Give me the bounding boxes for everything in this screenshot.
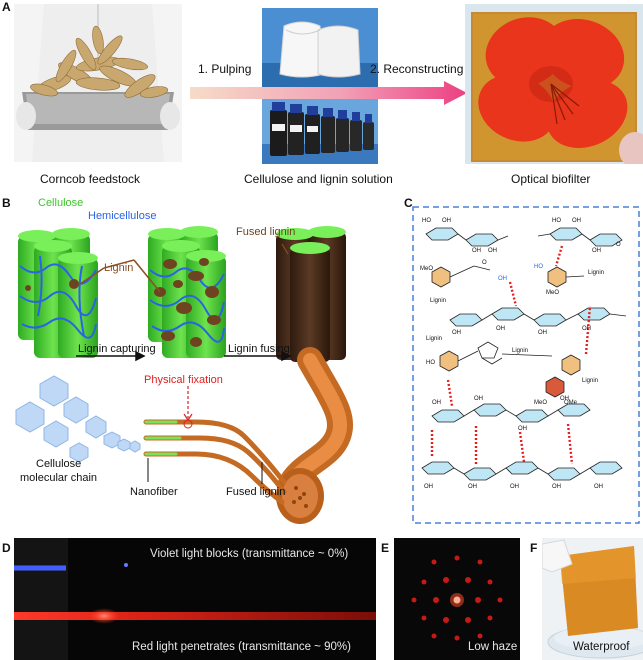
- svg-text:OH: OH: [510, 484, 519, 490]
- filter-caption: Optical biofilter: [511, 172, 591, 186]
- svg-text:OH: OH: [452, 330, 461, 336]
- pulp-bags-photo: [262, 8, 378, 88]
- svg-text:Lignin: Lignin: [588, 270, 604, 276]
- svg-text:OH: OH: [572, 218, 581, 224]
- svg-text:OH: OH: [468, 484, 477, 490]
- lignin-label: Lignin: [104, 262, 134, 274]
- svg-text:Lignin: Lignin: [512, 348, 528, 354]
- violet-light-text: Violet light blocks (transmittance ~ 0%): [150, 548, 349, 560]
- laser-transmission-photo: [14, 538, 376, 660]
- panel-e-label: E: [381, 541, 390, 555]
- svg-text:OH: OH: [474, 396, 483, 402]
- process-arrow: [190, 81, 467, 105]
- svg-text:Lignin: Lignin: [582, 378, 598, 384]
- step-pulping: 1. Pulping: [198, 62, 252, 76]
- red-light-text: Red light penetrates (transmittance ~ 90…: [132, 641, 351, 653]
- svg-text:HO: HO: [552, 218, 561, 224]
- svg-text:OH: OH: [582, 326, 591, 332]
- svg-text:OH: OH: [488, 248, 497, 254]
- diffraction-pattern-photo: [394, 538, 520, 660]
- fiber-bundle: [277, 347, 354, 499]
- lignin-capturing-label: Lignin capturing: [78, 343, 156, 355]
- solution-bottles-photo: [262, 92, 378, 164]
- svg-text:HO: HO: [422, 218, 431, 224]
- optical-biofilter-photo: [465, 4, 643, 164]
- panel-b-diagram: [15, 226, 354, 524]
- step-reconstructing: 2. Reconstructing: [370, 62, 464, 76]
- svg-text:OH: OH: [560, 396, 569, 402]
- nanofiber-label: Nanofiber: [130, 486, 178, 498]
- svg-text:O: O: [616, 242, 621, 248]
- svg-text:O: O: [482, 260, 487, 266]
- molecular-chain-label-1: Cellulose: [36, 458, 82, 470]
- svg-text:MeO: MeO: [546, 290, 559, 296]
- svg-text:Lignin: Lignin: [430, 298, 446, 304]
- fused-lignin-bundle: [276, 226, 346, 362]
- corncob-photo: [14, 4, 182, 162]
- waterproof-text: Waterproof: [573, 641, 630, 653]
- svg-text:MeO: MeO: [420, 266, 433, 272]
- low-haze-text: Low haze: [468, 641, 518, 653]
- svg-text:OH: OH: [472, 248, 481, 254]
- lignin-fusing-label: Lignin fusing: [228, 343, 290, 355]
- solution-caption: Cellulose and lignin solution: [244, 172, 393, 186]
- svg-text:OH: OH: [442, 218, 451, 224]
- cellulose-label: Cellulose: [38, 197, 84, 209]
- hemicellulose-label: Hemicellulose: [88, 210, 157, 222]
- svg-text:HO: HO: [426, 360, 435, 366]
- panel-b-label: B: [2, 196, 11, 210]
- svg-text:OH: OH: [552, 484, 561, 490]
- svg-text:OH: OH: [496, 326, 505, 332]
- fused-lignin-top-label: Fused lignin: [236, 226, 296, 238]
- molecular-chain: [15, 375, 141, 463]
- panel-c-label: C: [404, 196, 413, 210]
- svg-text:OH: OH: [424, 484, 433, 490]
- svg-text:OH: OH: [594, 484, 603, 490]
- svg-text:MeO: MeO: [534, 400, 547, 406]
- svg-text:OH: OH: [432, 400, 441, 406]
- svg-text:OH: OH: [538, 330, 547, 336]
- physical-fixation-label: Physical fixation: [144, 374, 223, 386]
- svg-text:Lignin: Lignin: [426, 336, 442, 342]
- cellulose-bundle-captured: [148, 226, 226, 358]
- svg-text:OMe: OMe: [564, 400, 578, 406]
- panel-f-label: F: [530, 541, 538, 555]
- svg-text:OH: OH: [518, 426, 527, 432]
- svg-text:OH: OH: [498, 276, 507, 282]
- molecular-chain-label-2: molecular chain: [20, 472, 98, 484]
- panel-d-label: D: [2, 541, 11, 555]
- panel-a-label: A: [2, 0, 11, 14]
- svg-text:HO: HO: [534, 264, 543, 270]
- cellulose-bundle-raw: [18, 228, 98, 358]
- fused-lignin-bottom-label: Fused lignin: [226, 486, 286, 498]
- svg-text:OH: OH: [592, 248, 601, 254]
- feedstock-caption: Corncob feedstock: [40, 172, 141, 186]
- waterproof-photo: [542, 538, 643, 660]
